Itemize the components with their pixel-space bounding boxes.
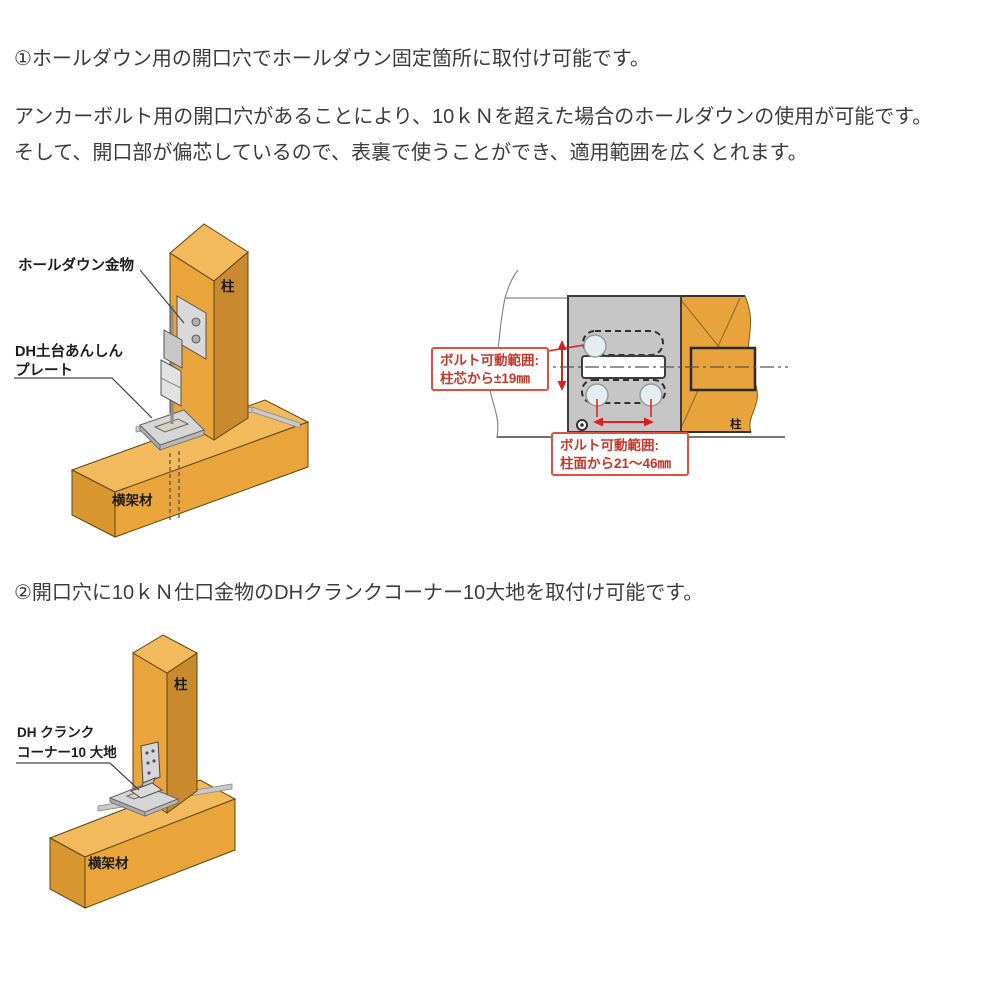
label-beam: 横架材 — [112, 492, 153, 508]
annotation-box-2 — [551, 432, 689, 476]
bracket-screw-5 — [147, 771, 151, 775]
holddown-clamp — [163, 329, 183, 369]
diagram-holddown-isometric: ホールダウン金物 DH土台あんしん プレート 柱 横架材 — [14, 223, 310, 538]
label-post: 柱 — [221, 278, 235, 294]
bracket-foot — [129, 782, 164, 799]
diagram-crank-corner-isometric: DH クランク コーナー10 大地 柱 横架材 — [16, 634, 237, 909]
vertical-arrowhead-top — [557, 340, 567, 350]
bracket-screw-4 — [152, 759, 156, 763]
label-crank-line2: コーナー10 大地 — [17, 744, 117, 760]
holddown-bolt-1 — [191, 317, 201, 327]
bolt-hole-top — [583, 334, 607, 358]
label-beam: 横架材 — [88, 855, 129, 871]
diagram-bolt-range-topview: ボルト可動範囲: 柱芯から±19㎜ ボルト可動範囲: 柱面から21〜46㎜ 柱 — [431, 269, 788, 476]
holddown-bolt-2 — [191, 334, 201, 344]
screw-hole-center — [580, 423, 584, 427]
horizontal-arrowhead-right — [644, 417, 654, 427]
label-post: 柱 — [174, 676, 188, 692]
label-plate-line2: プレート — [15, 362, 73, 379]
sill-strip-right — [251, 406, 301, 429]
holddown-bracket — [176, 295, 207, 360]
vertical-arrowhead-bottom — [557, 381, 567, 391]
post-notch — [689, 346, 757, 392]
paragraph-line-2: そして、開口部が偏芯しているので、表裏で使うことができ、適用範囲を広くとれます。 — [14, 142, 808, 164]
box1-line2: 柱芯から±19㎜ — [440, 370, 530, 386]
leader-crank — [16, 762, 140, 791]
plate-hole — [153, 418, 190, 433]
heading-2: ②開口穴に10ｋＮ仕口金物のDHクランクコーナー10大地を取付け可能です。 — [14, 582, 704, 604]
slot-bottom-dashed — [581, 379, 666, 404]
leader-holddown — [139, 269, 185, 324]
bracket-screw-2 — [151, 749, 155, 753]
post-top-face — [169, 223, 249, 282]
turnbuckle-seam — [160, 377, 182, 389]
label-plate-line1: DH土台あんしん — [15, 342, 123, 360]
box1-line1: ボルト可動範囲: — [440, 352, 539, 368]
bracket-screw-3 — [146, 761, 150, 765]
heading-1: ①ホールダウン用の開口穴でホールダウン固定箇所に取付け可能です。 — [14, 48, 650, 70]
bracket-upper-plate — [140, 741, 161, 784]
beam-end-face — [71, 469, 116, 538]
label-holddown: ホールダウン金物 — [18, 256, 134, 274]
annotation-box-1 — [431, 347, 549, 391]
bracket-screw-1 — [145, 751, 149, 755]
box2-line2: 柱面から21〜46㎜ — [560, 455, 672, 471]
sill-break-tail — [504, 269, 519, 299]
label-post-section: 柱 — [730, 417, 742, 431]
box2-line1: ボルト可動範囲: — [560, 437, 659, 453]
label-crank-line1: DH クランク — [17, 725, 94, 740]
post-top-face — [132, 634, 198, 674]
box1-leader — [547, 344, 585, 352]
leader-plate — [14, 377, 153, 419]
plate-top-face — [108, 784, 180, 813]
horizontal-arrowhead-left — [593, 417, 603, 427]
beam-end-face — [49, 837, 86, 909]
paragraph-line-1: アンカーボルト用の開口穴があることにより、10ｋＮを超えた場合のホールダウンの使… — [14, 106, 933, 128]
